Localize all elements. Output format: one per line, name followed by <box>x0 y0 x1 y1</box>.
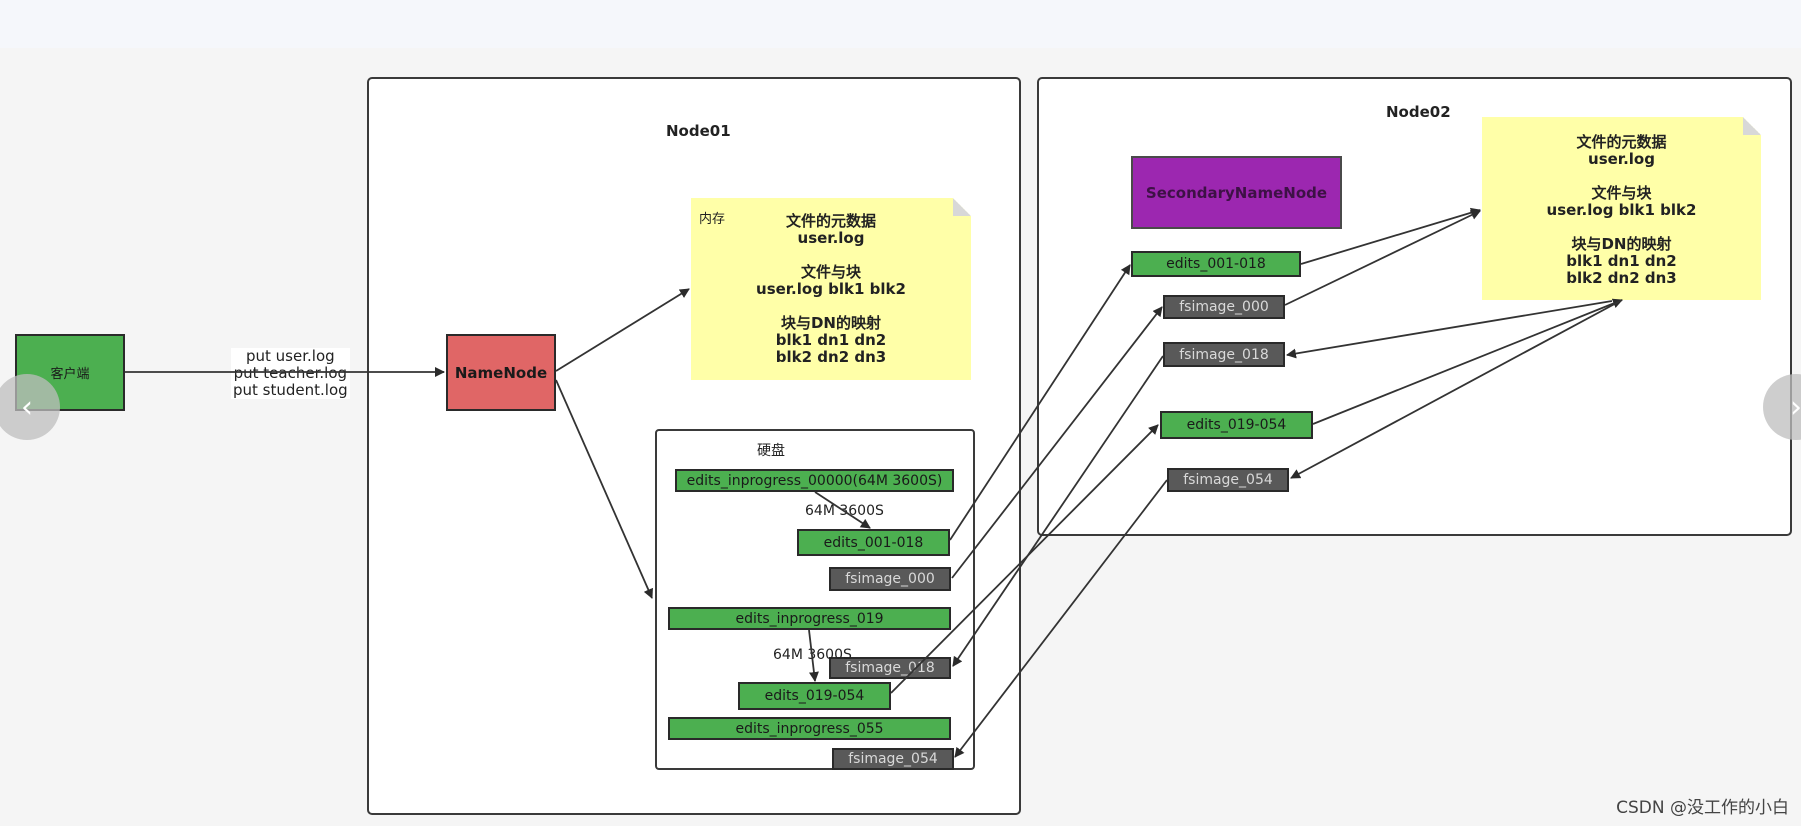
edits-inprogress-019[interactable]: edits_inprogress_019 <box>668 607 951 630</box>
memory-line: user.log <box>797 229 865 247</box>
memory-line: 文件的元数据 <box>785 212 876 230</box>
fsimage-054-node02[interactable]: fsimage_054 <box>1167 468 1289 492</box>
fsimage-000-node02-label: fsimage_000 <box>1179 299 1269 315</box>
fsimage-054-node01[interactable]: fsimage_054 <box>832 748 954 770</box>
fsimage-000-label: fsimage_000 <box>845 571 935 587</box>
memory-line: blk2 dn2 dn3 <box>775 348 887 366</box>
command-line: put user.log <box>246 347 335 365</box>
namenode-box[interactable]: NameNode <box>446 334 556 411</box>
node01-title: Node01 <box>666 122 731 140</box>
secondary-namenode-label: SecondaryNameNode <box>1145 183 1328 202</box>
arrow-memory-to-fsimage018 <box>1286 300 1613 359</box>
fsimage-000-node01[interactable]: fsimage_000 <box>829 567 951 591</box>
prev-button[interactable]: ‹ <box>0 374 60 440</box>
memory-line: 块与DN的映射 <box>1571 235 1672 253</box>
arrow-edits019-to-memory <box>1312 298 1623 425</box>
node02-memory-note: 文件的元数据 user.log 文件与块 user.log blk1 blk2 … <box>1482 117 1761 300</box>
edits-inprogress-055-label: edits_inprogress_055 <box>735 720 884 737</box>
fsimage-000-node02[interactable]: fsimage_000 <box>1163 295 1285 319</box>
edits-019-054-node01[interactable]: edits_019-054 <box>738 682 891 710</box>
memory-tag: 内存 <box>699 212 726 227</box>
node02-title: Node02 <box>1386 103 1451 121</box>
top-band <box>0 0 1801 48</box>
client-label: 客户端 <box>50 367 90 382</box>
edits-inprogress-055[interactable]: edits_inprogress_055 <box>668 717 951 740</box>
fsimage-054-label: fsimage_054 <box>848 751 938 767</box>
edits-019-054-node02[interactable]: edits_019-054 <box>1160 411 1313 439</box>
memory-line: blk2 dn2 dn3 <box>1566 269 1677 287</box>
edits-inprogress-019-label: edits_inprogress_019 <box>735 610 884 627</box>
arrow-roll-1 <box>814 491 871 529</box>
memory-line: blk1 dn1 dn2 <box>775 331 887 349</box>
edits-001-018-node01[interactable]: edits_001-018 <box>797 529 950 556</box>
arrow-edits-001-018-copy <box>949 264 1131 541</box>
chevron-right-icon: › <box>1790 389 1801 425</box>
memory-line: blk1 dn1 dn2 <box>1566 252 1677 270</box>
edits-001-018-label: edits_001-018 <box>823 534 924 551</box>
edits-001-018-node02-label: edits_001-018 <box>1166 256 1266 272</box>
fsimage-018-node02[interactable]: fsimage_018 <box>1163 342 1285 367</box>
arrow-fsimage-018-back <box>952 355 1164 667</box>
arrow-edits-to-memory <box>1300 207 1481 265</box>
arrow-namenode-disk <box>555 379 653 599</box>
memory-line: user.log <box>1588 150 1655 168</box>
namenode-label: NameNode <box>454 363 548 382</box>
arrow-fsimage-000-copy <box>951 306 1163 579</box>
memory-line: 块与DN的映射 <box>780 314 881 332</box>
arrow-memory-to-fsimage054 <box>1290 299 1623 479</box>
arrow-namenode-memory <box>555 288 690 372</box>
memory-line: 文件的元数据 <box>1576 133 1667 151</box>
memory-line: 文件与块 <box>1591 184 1652 202</box>
disk-tag: 硬盘 <box>757 443 785 459</box>
edits-019-054-node02-label: edits_019-054 <box>1186 417 1287 433</box>
memory-line: user.log blk1 blk2 <box>756 280 906 298</box>
edits-001-018-node02[interactable]: edits_001-018 <box>1131 251 1301 277</box>
fsimage-054-node02-label: fsimage_054 <box>1183 472 1273 488</box>
watermark: CSDN @没工作的小白 <box>1616 798 1789 818</box>
memory-line: user.log blk1 blk2 <box>1546 201 1697 219</box>
node02-memory-lines: 文件的元数据 user.log 文件与块 user.log blk1 blk2 … <box>1482 134 1761 287</box>
edits-inprogress-00000[interactable]: edits_inprogress_00000(64M 3600S) <box>675 469 954 492</box>
client-commands: put user.log put teacher.log put student… <box>231 348 350 399</box>
secondary-namenode-box[interactable]: SecondaryNameNode <box>1131 156 1342 229</box>
edits-inprogress-00000-label: edits_inprogress_00000(64M 3600S) <box>686 472 943 489</box>
arrow-roll-2 <box>808 629 819 682</box>
arrow-fsimage000-to-memory <box>1284 210 1481 306</box>
fsimage-018-node02-label: fsimage_018 <box>1179 346 1269 363</box>
chevron-left-icon: ‹ <box>21 389 33 425</box>
memory-line: 文件与块 <box>800 263 861 281</box>
command-line: put student.log <box>233 381 348 399</box>
arrow-fsimage-054-back <box>954 479 1168 758</box>
memory-lines: 文件的元数据 user.log 文件与块 user.log blk1 blk2 … <box>691 213 971 366</box>
command-line: put teacher.log <box>233 364 348 382</box>
edits-019-054-label: edits_019-054 <box>764 688 865 704</box>
